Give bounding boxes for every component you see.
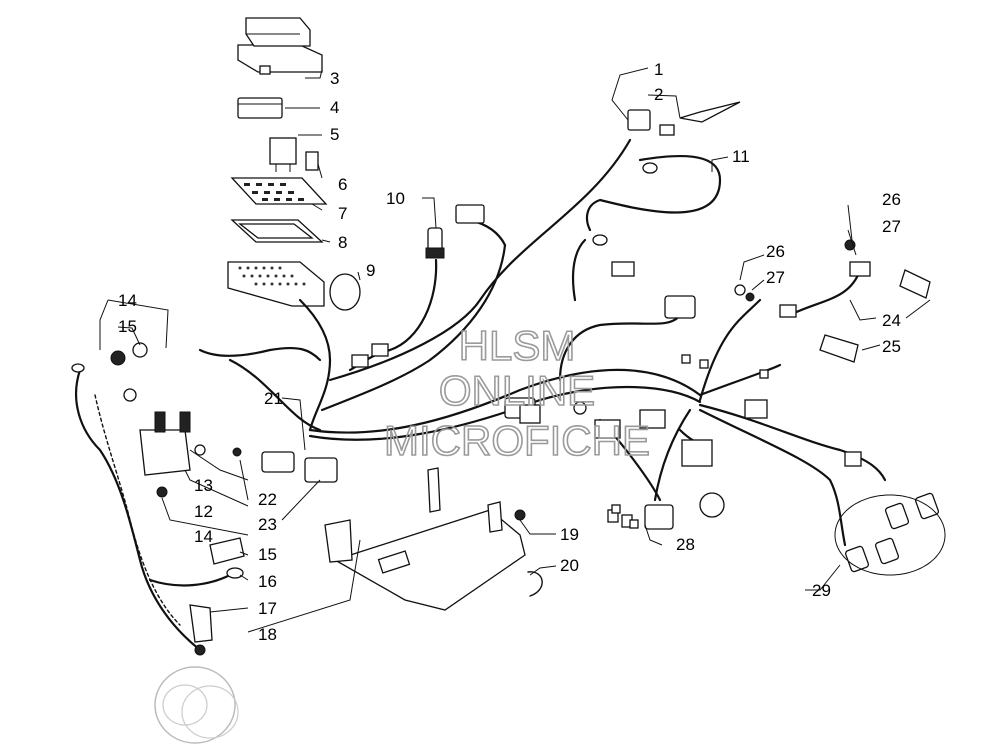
callout-24: 24: [882, 311, 901, 330]
mounting-plate: [324, 467, 543, 611]
watermark-line-3: MICROFICHE: [384, 417, 650, 464]
callout-9: 9: [366, 261, 375, 280]
fuse-box-cover: [237, 17, 323, 75]
terminal-boot: [209, 537, 245, 565]
callout-23: 23: [258, 515, 277, 534]
battery-cable: [71, 342, 244, 652]
watermark-line-1: HLSM: [459, 322, 576, 369]
callout-7: 7: [338, 204, 347, 223]
right-connectors: [504, 295, 862, 467]
watermark: HLSM ONLINE MICROFICHE: [383, 321, 651, 465]
alternator: [154, 604, 239, 744]
relay-connectors: [232, 447, 338, 483]
callout-12: 12: [194, 502, 213, 521]
callout-6: 6: [338, 175, 347, 194]
callout-13: 13: [194, 476, 213, 495]
main-connector: [455, 101, 741, 224]
fuse-box-base: [227, 261, 325, 307]
callout-29: 29: [812, 581, 831, 600]
clamp-ring: [329, 273, 361, 311]
callout-26b: 26: [882, 190, 901, 209]
relay-block: [237, 97, 283, 119]
watermark-line-2: ONLINE: [439, 367, 595, 414]
callout-28: 28: [676, 535, 695, 554]
leader-lines: [99, 67, 931, 633]
relay-and-fuse: [269, 137, 319, 172]
callout-5: 5: [330, 125, 339, 144]
connector-cluster: [607, 492, 725, 530]
callout-19: 19: [560, 525, 579, 544]
ground-wire: [592, 162, 658, 277]
oil-sensor: [351, 227, 445, 368]
callout-8: 8: [338, 233, 347, 252]
callout-3: 3: [330, 69, 339, 88]
callout-14b: 14: [194, 527, 213, 546]
callout-27b: 27: [882, 217, 901, 236]
starter-solenoid: [123, 388, 206, 498]
callout-16: 16: [258, 572, 277, 591]
callout-15b: 15: [258, 545, 277, 564]
callout-10: 10: [386, 189, 405, 208]
callout-11: 11: [732, 147, 750, 166]
callout-17: 17: [258, 599, 277, 618]
terminal-stubs: [611, 354, 769, 529]
coil-connectors: [834, 492, 946, 576]
fuse-box-seal: [230, 219, 324, 243]
callout-25: 25: [882, 337, 901, 356]
callout-26a: 26: [766, 242, 785, 261]
callout-1: 1: [654, 60, 663, 79]
callout-2: 2: [654, 85, 663, 104]
callout-27a: 27: [766, 268, 785, 287]
parts-drawing: [71, 17, 946, 744]
callout-14a: 14: [118, 291, 137, 310]
callout-21: 21: [264, 389, 283, 408]
callout-labels: 1 2 3 4 5 6 7 8 9 10 11 12 13 14 14 15 1…: [118, 60, 901, 644]
fuse-panel-label: [230, 177, 328, 205]
callout-15a: 15: [118, 317, 137, 336]
callout-20: 20: [560, 556, 579, 575]
callout-22: 22: [258, 490, 277, 509]
callout-4: 4: [330, 98, 339, 117]
temperature-sensors: [734, 239, 931, 363]
callout-18: 18: [258, 625, 277, 644]
